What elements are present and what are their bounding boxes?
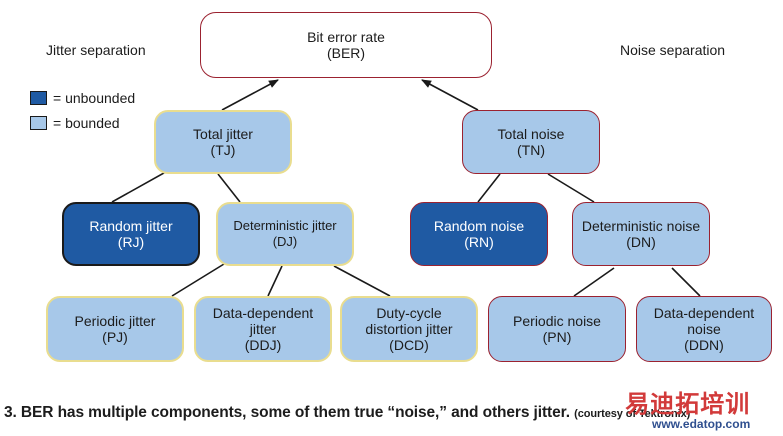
link-dn-pn — [573, 267, 615, 297]
figure-caption: 3. BER has multiple components, some of … — [4, 404, 690, 422]
link-dn-ddn — [671, 267, 701, 297]
node-periodic-noise: Periodic noise (PN) — [488, 296, 626, 362]
legend-bounded-label: = bounded — [53, 115, 120, 131]
node-rj-name: Random jitter — [89, 218, 173, 234]
node-dn-name: Deterministic noise — [581, 218, 701, 234]
node-dcd-abbr: (DCD) — [389, 337, 429, 353]
node-dj-name: Deterministic jitter — [233, 218, 337, 233]
node-periodic-jitter: Periodic jitter (PJ) — [46, 296, 184, 362]
node-rn-name: Random noise — [433, 218, 525, 234]
legend-unbounded: = unbounded — [30, 90, 135, 106]
node-ddj-abbr: (DDJ) — [244, 337, 282, 353]
link-dj-pj — [171, 263, 225, 297]
watermark: 易迪拓培训 www.edatop.com — [612, 384, 750, 431]
watermark-url: www.edatop.com — [652, 417, 751, 431]
legend-bounded: = bounded — [30, 115, 120, 131]
link-dj-ddj — [267, 265, 283, 297]
node-tj-abbr: (TJ) — [210, 142, 236, 158]
node-ddj-line1: Data-dependent — [212, 305, 314, 321]
link-tn-rn — [477, 173, 501, 203]
node-ddn-line1: Data-dependent — [653, 305, 755, 321]
node-total-jitter: Total jitter (TJ) — [154, 110, 292, 174]
arrow-tj-to-ber — [221, 79, 279, 111]
node-rj-abbr: (RJ) — [117, 234, 145, 250]
node-ber: Bit error rate (BER) — [200, 12, 492, 78]
node-pj-abbr: (PJ) — [102, 329, 128, 345]
node-ddn-line2: noise — [687, 321, 721, 337]
node-dj-abbr: (DJ) — [272, 234, 298, 249]
node-random-jitter: Random jitter (RJ) — [62, 202, 200, 266]
link-tn-dn — [547, 173, 595, 203]
caption-credit: (courtesy of Tektronix) — [574, 408, 691, 420]
node-pn-name: Periodic noise — [513, 313, 601, 329]
node-rn-abbr: (RN) — [464, 234, 494, 250]
node-data-dependent-noise: Data-dependent noise (DDN) — [636, 296, 772, 362]
node-random-noise: Random noise (RN) — [410, 202, 548, 266]
bounded-swatch — [30, 116, 47, 130]
unbounded-swatch — [30, 91, 47, 105]
node-tn-abbr: (TN) — [517, 142, 545, 158]
node-ber-name: Bit error rate — [307, 29, 385, 45]
jitter-separation-heading: Jitter separation — [46, 42, 146, 58]
node-deterministic-jitter: Deterministic jitter (DJ) — [216, 202, 354, 266]
link-dj-dcd — [333, 265, 391, 297]
node-dcd-line2: distortion jitter — [365, 321, 453, 337]
node-pn-abbr: (PN) — [542, 329, 572, 345]
node-duty-cycle-distortion-jitter: Duty-cycle distortion jitter (DCD) — [340, 296, 478, 362]
node-ber-abbr: (BER) — [326, 45, 366, 61]
node-data-dependent-jitter: Data-dependent jitter (DDJ) — [194, 296, 332, 362]
node-ddn-abbr: (DDN) — [684, 337, 724, 353]
legend-unbounded-label: = unbounded — [53, 90, 136, 106]
noise-separation-heading: Noise separation — [620, 42, 726, 58]
link-tj-dj — [217, 173, 241, 203]
watermark-chinese: 易迪拓培训 — [625, 391, 751, 418]
node-dn-abbr: (DN) — [626, 234, 656, 250]
node-pj-name: Periodic jitter — [74, 313, 156, 329]
arrow-tn-to-ber — [421, 79, 479, 111]
node-ddj-line2: jitter — [249, 321, 277, 337]
node-deterministic-noise: Deterministic noise (DN) — [572, 202, 710, 266]
node-total-noise: Total noise (TN) — [462, 110, 600, 174]
caption-text: 3. BER has multiple components, some of … — [4, 404, 570, 421]
node-tj-name: Total jitter — [193, 126, 253, 142]
node-dcd-line1: Duty-cycle — [376, 305, 442, 321]
node-tn-name: Total noise — [497, 126, 565, 142]
